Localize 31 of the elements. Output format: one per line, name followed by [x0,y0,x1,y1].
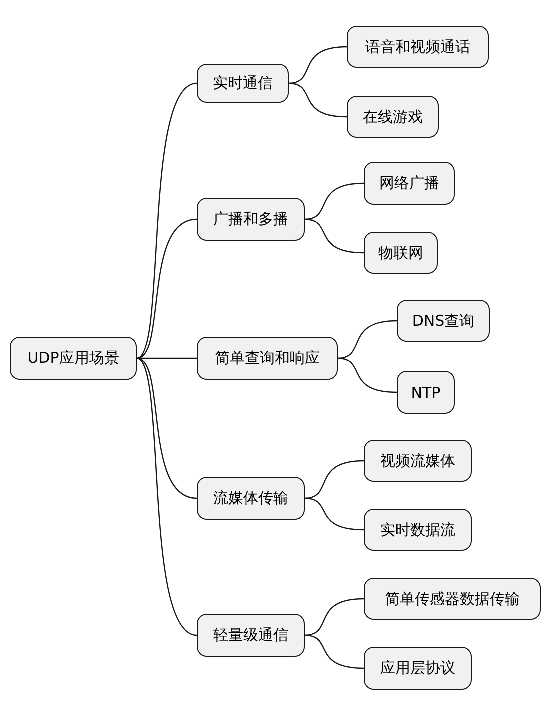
topic-box: NTP [397,371,455,414]
topic-box: 实时通信 [197,64,289,103]
connector [304,598,364,636]
topic-box: DNS查询 [397,300,490,342]
connector [136,358,198,636]
connector [304,182,364,220]
topic-box: 流媒体传输 [197,477,305,520]
topic-box: 应用层协议 [364,647,472,690]
topic-box: 在线游戏 [347,96,439,138]
topic-box: 轻量级通信 [197,614,305,657]
connector [136,358,198,500]
topic-box: 实时数据流 [364,509,472,551]
topic-box: 语音和视频通话 [347,26,489,68]
connector [288,82,348,118]
connector [338,320,398,360]
topic-box: 物联网 [364,232,438,274]
topic-box: 简单传感器数据传输 [364,578,541,620]
topic-box: 视频流媒体 [364,440,472,482]
connector [136,82,198,359]
connector [304,460,364,500]
topic-box: 网络广播 [364,162,455,205]
connector [137,358,197,360]
connector [136,218,198,360]
connector [304,498,364,531]
topic-box: 广播和多播 [197,198,305,241]
connector [288,46,348,84]
connector [304,634,364,670]
connector [304,218,364,254]
topic-box: 简单查询和响应 [197,337,338,380]
connector [338,358,398,394]
topic-box: UDP应用场景 [10,337,137,380]
